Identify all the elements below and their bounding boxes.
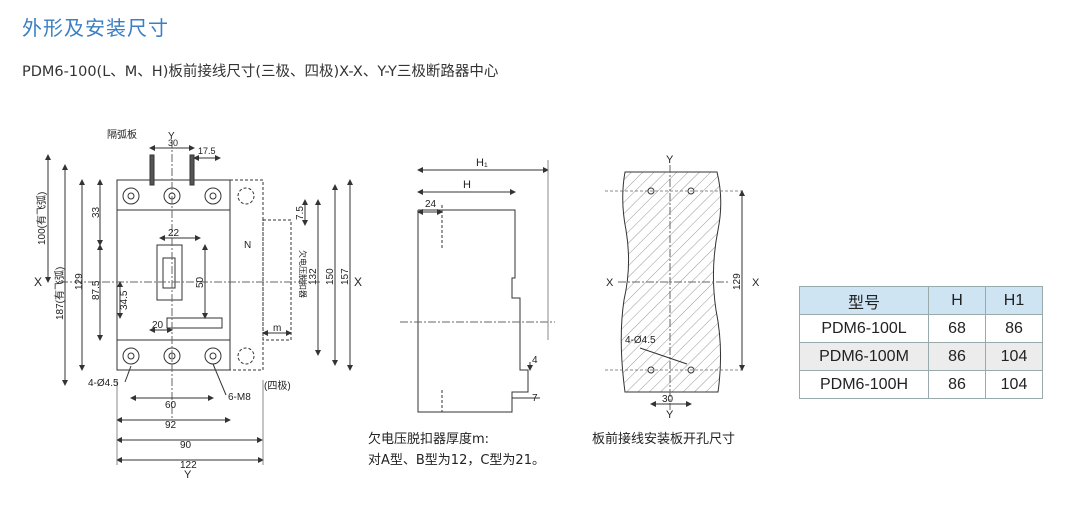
dim-4: 4 — [532, 355, 538, 366]
cell-h1: 104 — [985, 370, 1043, 399]
cell-model: PDM6-100H — [799, 370, 929, 399]
dim-132: 132 — [308, 268, 319, 285]
dim-60: 60 — [165, 400, 177, 411]
header-h1: H1 — [985, 286, 1043, 315]
table-row: PDM6-100L 68 86 — [799, 314, 1043, 343]
fourth-pole-outline — [229, 179, 264, 371]
dim-100-arc: 100(有飞弧) — [35, 192, 48, 245]
dim-50: 50 — [195, 276, 206, 288]
cell-model: PDM6-100M — [799, 342, 929, 371]
dim-30: 30 — [168, 138, 178, 148]
plate-caption: 板前接线安装板开孔尺寸 — [592, 432, 736, 447]
dim-87-5: 87.5 — [91, 280, 102, 300]
dim-17-5: 17.5 — [198, 146, 216, 156]
m-label: m — [273, 323, 281, 334]
y-axis-label-top: Y — [168, 131, 175, 142]
plate-x-label-right: X — [752, 277, 760, 289]
dim-7: 7 — [532, 393, 538, 404]
h1-label: H₁ — [476, 157, 488, 169]
h-label: H — [463, 179, 471, 191]
arc-plate-label: 隔弧板 — [107, 128, 137, 141]
note-line-2: 对A型、B型为12，C型为21。 — [368, 453, 545, 468]
front-view-labels: 隔弧板 Y 30 17.5 X X 33 129 100(有飞弧) 187(有飞… — [34, 128, 362, 481]
page-subtitle: PDM6-100(L、M、H)板前接线尺寸(三极、四极)X-X、Y-Y三极断路器… — [22, 64, 499, 80]
y-axis-label-bottom: Y — [184, 469, 192, 481]
hole-4-label: 4-Ø4.5 — [88, 378, 119, 389]
mounting-plate-drawing — [605, 165, 745, 410]
x-axis-label-left: X — [34, 275, 42, 289]
plate-x-label-left: X — [606, 277, 614, 289]
dim-150: 150 — [325, 268, 336, 285]
dim-7-5: 7.5 — [295, 206, 306, 220]
table-row: PDM6-100H 86 104 — [799, 370, 1043, 399]
plate-y-label-top: Y — [666, 154, 674, 166]
front-view-drawing — [45, 140, 353, 465]
uv-release-label: 欠电压脱扣器 — [298, 250, 308, 298]
table-row: PDM6-100M 86 104 — [799, 342, 1043, 371]
dim-157: 157 — [340, 268, 351, 285]
dim-24: 24 — [425, 199, 437, 210]
dim-33: 33 — [91, 206, 102, 218]
cell-h: 86 — [928, 342, 986, 371]
mounting-plate-labels: Y Y X X 129 4-Ø4.5 30 — [606, 154, 760, 421]
uv-thickness-note: 欠电压脱扣器厚度m: 对A型、B型为12，C型为21。 — [368, 429, 545, 471]
cell-h1: 86 — [985, 314, 1043, 343]
plate-y-label-bottom: Y — [666, 409, 674, 421]
side-view-labels: H₁ H 24 4 7 — [425, 157, 538, 404]
cell-h1: 104 — [985, 342, 1043, 371]
page-title: 外形及安装尺寸 — [22, 16, 169, 40]
dim-34-5: 34.5 — [119, 290, 130, 310]
breaker-body-outline — [116, 179, 231, 371]
neutral-label: N — [244, 240, 251, 251]
dim-92: 92 — [165, 420, 177, 431]
m8-label: 6-M8 — [228, 392, 251, 403]
dim-22: 22 — [168, 228, 180, 239]
side-view-drawing — [400, 160, 555, 413]
x-axis-label-right: X — [354, 275, 362, 289]
plate-dim-30: 30 — [662, 394, 674, 405]
header-model: 型号 — [799, 286, 929, 315]
spec-table-header-row: 型号 H H1 — [799, 286, 1043, 315]
dim-90: 90 — [180, 440, 192, 451]
note-line-1: 欠电压脱扣器厚度m: — [368, 432, 490, 447]
dim-20: 20 — [152, 320, 164, 331]
dim-187-arc: 187(有飞弧) — [53, 267, 66, 320]
dim-129: 129 — [74, 273, 85, 290]
dim-122: 122 — [180, 460, 197, 471]
plate-hole-label: 4-Ø4.5 — [625, 335, 656, 346]
four-pole-label: (四极) — [264, 379, 291, 392]
cell-h: 68 — [928, 314, 986, 343]
spec-table: 型号 H H1 PDM6-100L 68 86 PDM6-100M 86 104… — [799, 286, 1043, 399]
plate-dim-129: 129 — [732, 273, 743, 290]
cell-model: PDM6-100L — [799, 314, 929, 343]
header-h: H — [928, 286, 986, 315]
cell-h: 86 — [928, 370, 986, 399]
